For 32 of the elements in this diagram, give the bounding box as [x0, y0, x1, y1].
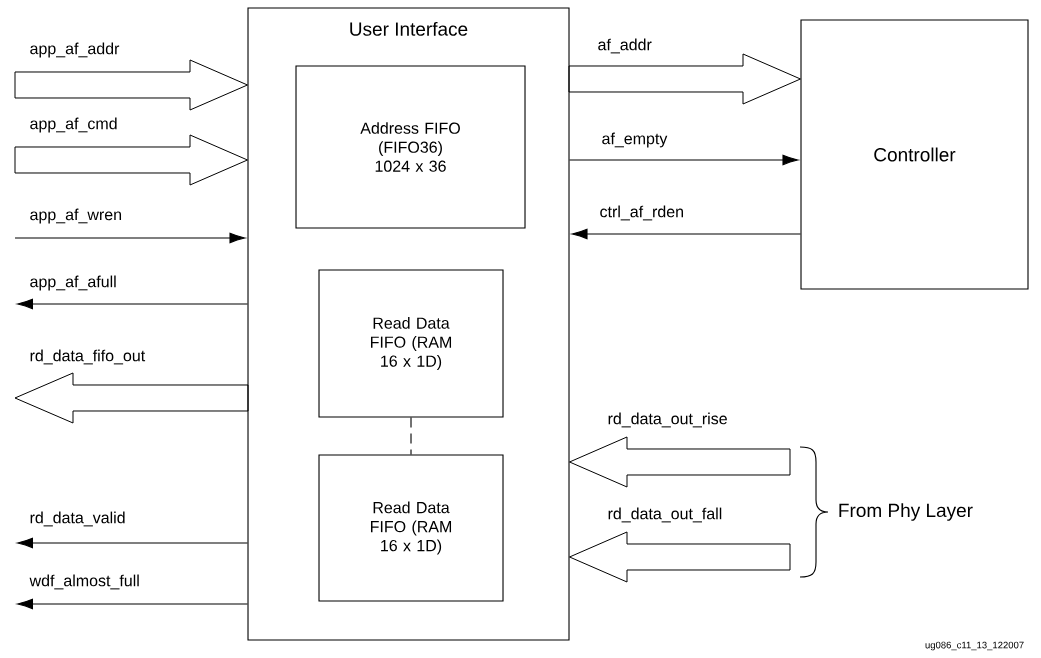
bus-arrow — [569, 436, 791, 488]
signal-label: af_empty — [600, 131, 669, 149]
signal-label: af_addr — [596, 37, 653, 55]
bus-arrow — [14, 372, 249, 424]
bus-arrow — [14, 134, 248, 186]
signal-arrow — [17, 537, 248, 549]
bus-arrow — [569, 531, 791, 583]
signal-arrow — [14, 232, 246, 244]
block-heading: User Interface — [350, 21, 468, 36]
signal-label: ctrl_af_rden — [598, 204, 686, 222]
signal-arrow — [571, 228, 801, 240]
signal-label: rd_data_fifo_out — [28, 348, 147, 366]
figure-id: ug086_c11_13_122007 — [925, 641, 1024, 651]
side-label: From Phy Layer — [839, 503, 973, 521]
signal-arrow — [17, 598, 248, 610]
signal-label: rd_data_valid — [28, 510, 127, 528]
fifo-block: Address FIFO (FIFO36) 1024 x 36 — [295, 65, 526, 229]
signal-label: app_af_wren — [28, 207, 124, 225]
signal-arrow — [17, 298, 248, 310]
signal-label: app_af_cmd — [28, 116, 119, 134]
signal-label: rd_data_out_rise — [606, 411, 729, 429]
fifo-block: Read Data FIFO (RAM 16 x 1D) — [318, 454, 504, 602]
signal-label: wdf_almost_full — [28, 573, 141, 591]
fifo-block: Read Data FIFO (RAM 16 x 1D) — [318, 269, 504, 418]
signal-label: app_af_addr — [28, 41, 121, 59]
bus-arrow — [568, 53, 801, 105]
dashed-connector — [410, 417, 412, 455]
signal-label: rd_data_out_fall — [606, 506, 724, 524]
signal-arrow — [569, 154, 799, 166]
signal-label: app_af_afull — [28, 274, 118, 292]
controller-block: Controller — [800, 19, 1029, 290]
bus-arrow — [14, 59, 248, 111]
